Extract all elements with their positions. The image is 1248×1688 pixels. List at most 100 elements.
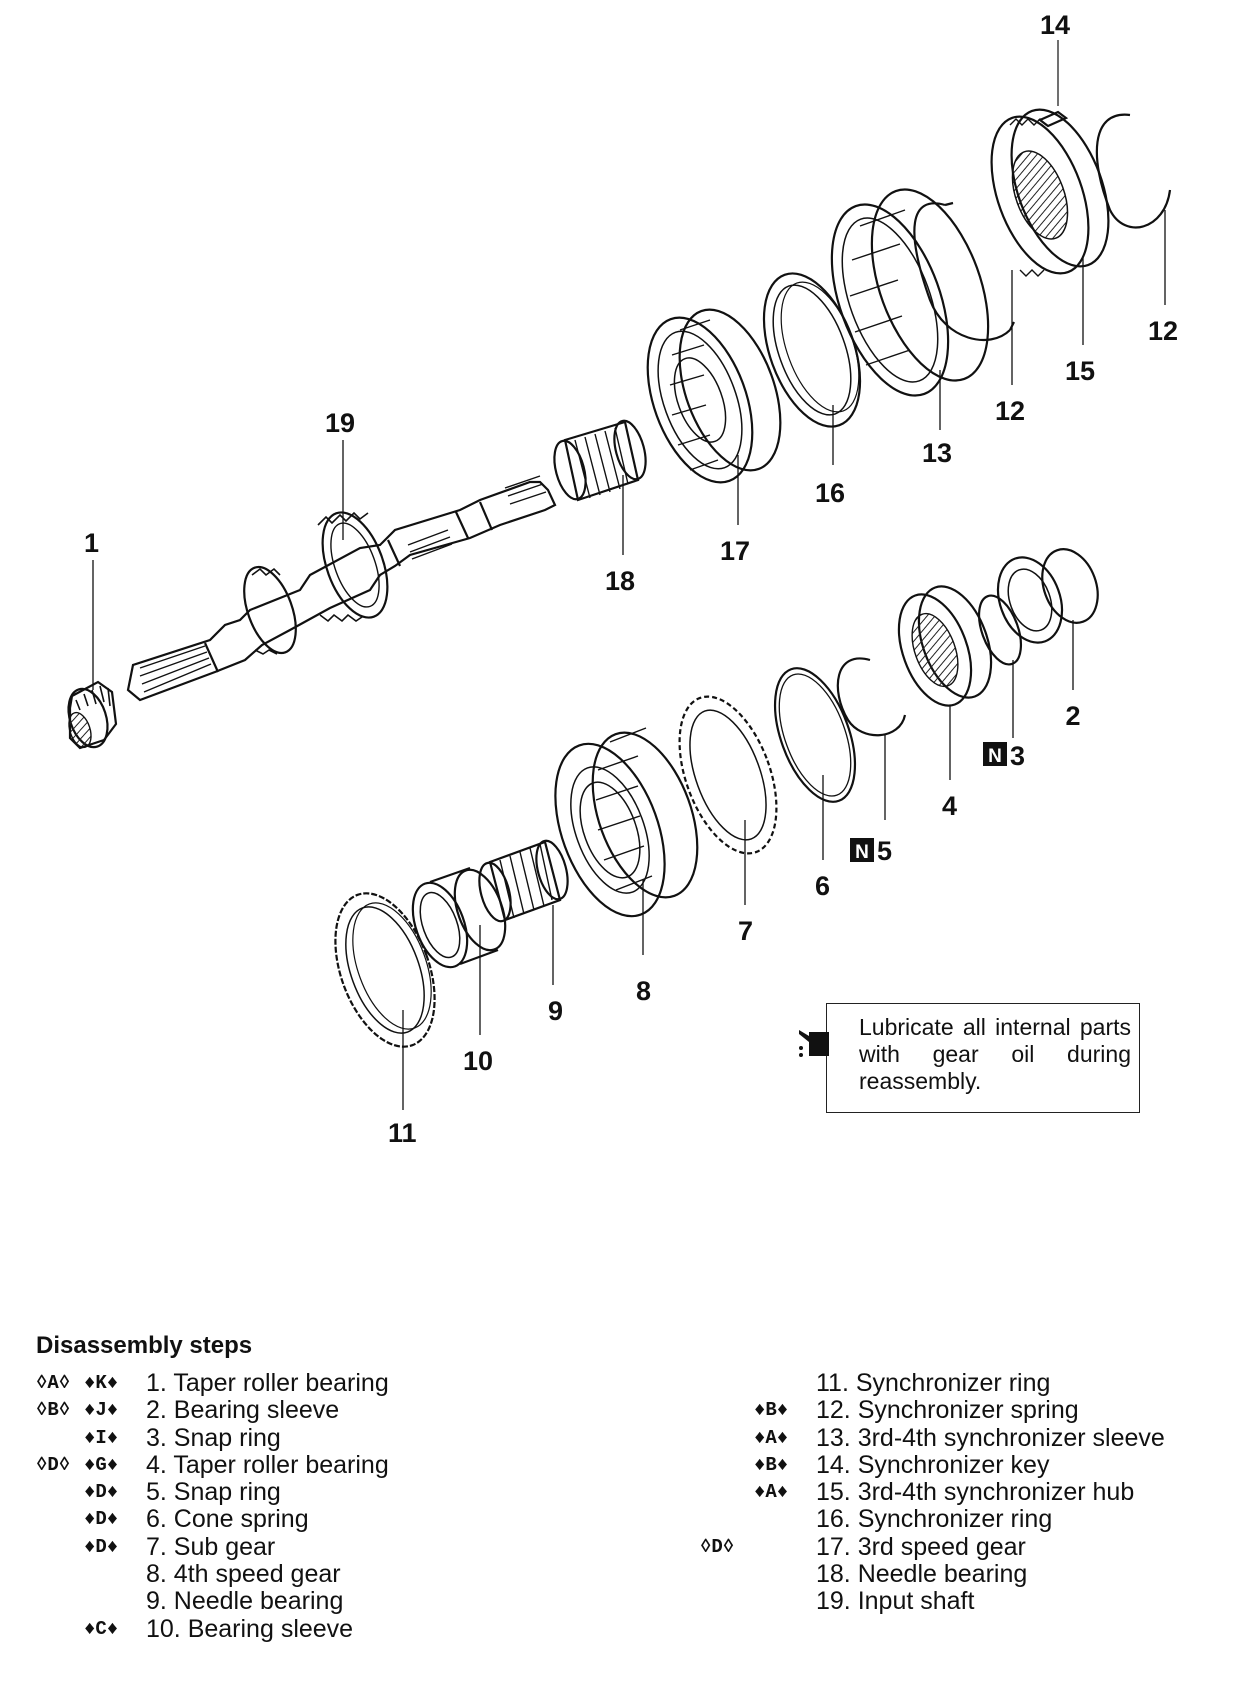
step-row: ♦B♦ 12. Synchronizer spring — [700, 1396, 1220, 1425]
oil-can-icon — [799, 1030, 829, 1057]
callout-19: 19 — [325, 408, 355, 438]
taper-roller-bearing-1 — [67, 680, 118, 750]
step-mark-reassembly: ♦K♦ — [84, 1372, 119, 1394]
callout-13: 13 — [922, 438, 952, 468]
step-mark-reassembly: ♦D♦ — [84, 1535, 119, 1558]
step-text: 2. Bearing sleeve — [146, 1396, 340, 1425]
synchronizer-spring-12b — [1095, 113, 1172, 229]
lubrication-note: Lubricate all internal parts with gear o… — [799, 1003, 1140, 1113]
step-mark-disassembly: ◊D◊ — [700, 1535, 735, 1558]
new-part-badge-5: N — [850, 838, 874, 863]
step-text: 8. 4th speed gear — [146, 1560, 341, 1589]
step-text: 9. Needle bearing — [146, 1587, 344, 1616]
step-row: ♦C♦ 10. Bearing sleeve — [36, 1614, 456, 1643]
step-mark-reassembly: ♦I♦ — [84, 1426, 119, 1449]
callout-5: 5 — [877, 836, 892, 866]
callout-14: 14 — [1040, 10, 1070, 40]
step-mark-reassembly: ♦C♦ — [84, 1617, 119, 1640]
step-text: 10. Bearing sleeve — [146, 1614, 354, 1643]
lubrication-note-text: Lubricate all internal parts with gear o… — [859, 1014, 1131, 1094]
4th-speed-gear-8 — [554, 727, 699, 918]
step-text: 14. Synchronizer key — [816, 1450, 1050, 1479]
step-row: ♦I♦ 3. Snap ring — [36, 1423, 456, 1452]
callout-4: 4 — [942, 791, 957, 821]
step-row: ◊B◊ ♦J♦ 2. Bearing sleeve — [36, 1396, 456, 1425]
callout-16: 16 — [815, 478, 845, 508]
leader-lines — [92, 210, 1166, 1110]
new-part-badge-3: N — [983, 742, 1007, 767]
step-row: ♦A♦ 15. 3rd-4th synchronizer hub — [700, 1478, 1220, 1507]
snap-ring-5 — [836, 657, 907, 737]
callout-17: 17 — [720, 536, 750, 566]
step-row: ♦B♦ 14. Synchronizer key — [700, 1450, 1220, 1479]
callout-15: 15 — [1065, 356, 1095, 386]
step-mark-reassembly: ♦A♦ — [754, 1481, 789, 1504]
synchronizer-spring-12a — [913, 201, 1015, 342]
input-shaft — [126, 475, 557, 702]
step-text: 3. Snap ring — [146, 1423, 281, 1452]
3rd-speed-gear-17 — [646, 308, 782, 484]
step-text: 11. Synchronizer ring — [816, 1369, 1051, 1397]
steps-left-column: ◊A◊ ♦K♦ 1. Taper roller bearing ◊B◊ ♦J♦ 2. Be… — [36, 1369, 456, 1643]
step-text: 19. Input shaft — [816, 1587, 975, 1616]
callout-9: 9 — [548, 996, 563, 1026]
step-row: ◊D◊ ♦G♦ 4. Taper roller bearing — [36, 1450, 456, 1479]
step-row: 18. Needle bearing — [700, 1560, 1220, 1589]
bearing-sleeve-2 — [996, 548, 1099, 644]
needle-bearing-18 — [553, 419, 647, 502]
callout-3: 3 — [1010, 741, 1025, 771]
step-row: ◊D◊17. 3rd speed gear — [700, 1533, 1220, 1561]
step-mark-reassembly: ♦B♦ — [754, 1399, 789, 1422]
synchronizer-sleeve-13 — [830, 188, 990, 397]
step-text: 16. Synchronizer ring — [816, 1505, 1053, 1534]
disassembly-steps-title: Disassembly steps — [36, 1332, 253, 1359]
step-row: ◊A◊ ♦K♦ 1. Taper roller bearing — [36, 1369, 456, 1397]
step-mark-disassembly: ◊A◊ — [36, 1372, 71, 1394]
callout-12b: 12 — [1148, 316, 1178, 346]
callout-6: 6 — [815, 871, 830, 901]
step-text: 6. Cone spring — [146, 1505, 309, 1534]
callout-7: 7 — [738, 916, 753, 946]
step-row: ♦A♦ 13. 3rd-4th synchronizer sleeve — [700, 1423, 1220, 1452]
step-text: 5. Snap ring — [146, 1478, 281, 1507]
step-row: 16. Synchronizer ring — [700, 1505, 1220, 1534]
cone-spring-6 — [773, 667, 857, 803]
callout-12a: 12 — [995, 396, 1025, 426]
callout-2: 2 — [1065, 701, 1080, 731]
svg-text:N: N — [855, 842, 869, 863]
step-row: 9. Needle bearing — [36, 1587, 456, 1616]
step-text: 4. Taper roller bearing — [146, 1450, 389, 1479]
callout-11: 11 — [388, 1118, 417, 1148]
step-mark-reassembly: ♦J♦ — [84, 1399, 119, 1422]
step-row: ♦D♦ 6. Cone spring — [36, 1505, 456, 1534]
step-mark-disassembly: ◊D◊ — [36, 1453, 71, 1476]
step-mark-reassembly: ♦D♦ — [84, 1481, 119, 1504]
step-mark-reassembly: ♦A♦ — [754, 1426, 789, 1449]
step-row: 19. Input shaft — [700, 1587, 1220, 1616]
step-text: 1. Taper roller bearing — [146, 1369, 389, 1397]
step-mark-reassembly: ♦B♦ — [754, 1453, 789, 1476]
callout-1: 1 — [84, 528, 99, 558]
step-row: 11. Synchronizer ring — [700, 1369, 1220, 1397]
svg-text:N: N — [988, 746, 1002, 767]
step-row: ♦D♦ 7. Sub gear — [36, 1532, 456, 1561]
synchronizer-key-14 — [1037, 40, 1069, 128]
sub-gear-7 — [678, 695, 778, 855]
callout-8: 8 — [636, 976, 651, 1006]
bearing-sleeve-10 — [411, 866, 507, 969]
steps-right-column: 11. Synchronizer ring ♦B♦ 12. Synchronizer… — [700, 1369, 1220, 1616]
taper-roller-bearing-4 — [897, 585, 993, 707]
callout-18: 18 — [605, 566, 635, 596]
step-text: 12. Synchronizer spring — [816, 1396, 1079, 1425]
step-mark-disassembly: ◊B◊ — [36, 1399, 71, 1422]
step-mark-reassembly: ♦G♦ — [84, 1453, 119, 1476]
step-mark-reassembly: ♦D♦ — [84, 1508, 119, 1531]
step-text: 15. 3rd-4th synchronizer hub — [816, 1478, 1135, 1507]
step-text: 13. 3rd-4th synchronizer sleeve — [816, 1423, 1165, 1452]
exploded-view-diagram: 1 19 18 17 16 13 12 15 12 14 2 3 4 5 6 7… — [67, 10, 1178, 1148]
step-text: 7. Sub gear — [146, 1532, 276, 1561]
step-text: 18. Needle bearing — [816, 1560, 1028, 1589]
synchronizer-hub-15 — [990, 108, 1110, 277]
snap-ring-3 — [977, 594, 1023, 666]
synchronizer-ring-11 — [334, 892, 436, 1048]
